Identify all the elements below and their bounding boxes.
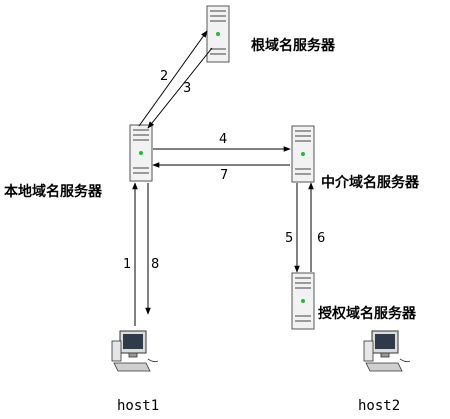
step-5-label: 5 [285,231,293,246]
step-8-label: 8 [151,257,159,272]
authoritative-server-icon [291,272,315,330]
host2-label: host2 [358,398,400,414]
step-3-label: 3 [183,81,191,96]
arrow-2 [138,30,208,127]
local-server-icon [129,124,153,182]
step-1-label: 1 [123,257,131,272]
step-7-label: 7 [220,168,228,183]
root-server-label: 根域名服务器 [251,37,336,54]
step-2-label: 2 [160,69,168,84]
arrow-3 [147,47,213,129]
root-server-icon [206,5,230,63]
intermediate-server-label: 中介域名服务器 [321,174,420,191]
host1-label: host1 [117,398,159,414]
host2-computer-icon [363,330,411,372]
step-4-label: 4 [219,132,227,147]
authoritative-server-label: 授权域名服务器 [318,305,417,322]
intermediate-server-icon [291,125,315,183]
local-server-label: 本地域名服务器 [4,183,103,200]
step-6-label: 6 [317,231,325,246]
host1-computer-icon [111,330,159,372]
